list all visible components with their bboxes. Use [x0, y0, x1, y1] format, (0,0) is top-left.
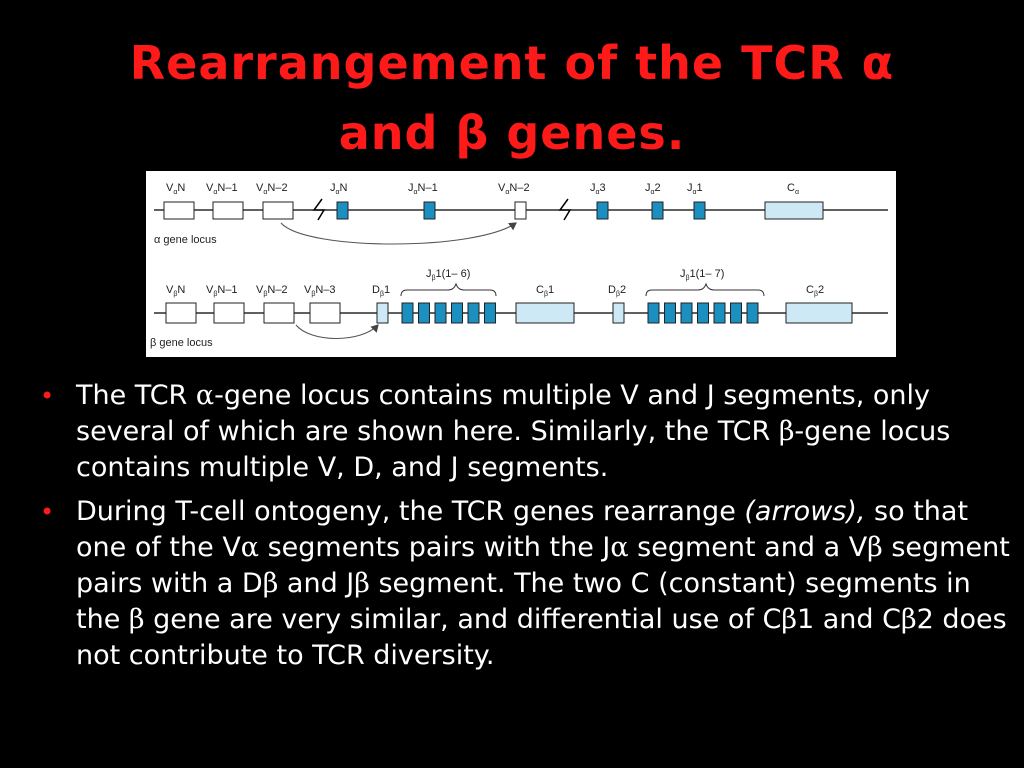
bullet-marker: • — [40, 498, 55, 526]
alpha-break-symbols — [312, 198, 572, 221]
beta-segment-label-5: Dβ1 — [372, 284, 390, 298]
alpha-segment-j-5 — [423, 201, 436, 220]
bullet-item-2: • During T-cell ontogeny, the TCR genes … — [38, 494, 1018, 674]
beta-segment-c-8 — [785, 302, 853, 324]
beta-j-cluster-1-label: Jβ1(1– 6) — [426, 268, 470, 282]
alpha-segment-v-3 — [262, 201, 294, 220]
beta-j-cluster-1-bracket — [400, 282, 497, 297]
alpha-segment-label-4: JαN — [330, 182, 348, 196]
beta-segment-v-3 — [263, 302, 295, 324]
beta-j1-segment-3 — [434, 302, 447, 324]
beta-j2-segment-4 — [697, 302, 709, 324]
beta-j2-segment-1 — [647, 302, 660, 324]
beta-segment-d-7 — [612, 302, 625, 324]
beta-segment-v-1 — [165, 302, 197, 324]
tcr-gene-locus-diagram: VαN VαN–1 VαN–2 JαN JαN–1 VαN–2 Jα3 Jα2 Jα1 Cα α … — [146, 171, 896, 357]
alpha-segment-v-2 — [212, 201, 244, 220]
beta-segment-v-2 — [213, 302, 245, 324]
bullet-marker: • — [40, 382, 55, 410]
beta-j1-segment-6 — [484, 302, 496, 324]
beta-j1-segment-5 — [467, 302, 480, 324]
beta-segment-label-6: Cβ1 — [536, 284, 554, 298]
locus-diagram-svg: VαN VαN–1 VαN–2 JαN JαN–1 VαN–2 Jα3 Jα2 Jα1 Cα α … — [150, 182, 888, 349]
bullet-item-1: • The TCR α-gene locus contains multiple… — [38, 378, 1018, 486]
alpha-segment-label-5: JαN–1 — [408, 182, 438, 196]
beta-segment-label-1: VβN — [166, 284, 185, 298]
beta-segment-label-4: VβN–3 — [304, 284, 336, 298]
alpha-segment-label-6: VαN–2 — [498, 182, 530, 196]
beta-j2-segment-2 — [664, 302, 676, 324]
beta-j-cluster-2-bracket — [645, 282, 765, 297]
alpha-segment-j-9 — [693, 201, 706, 220]
alpha-segment-j-4 — [336, 201, 349, 220]
beta-segment-c-6 — [515, 302, 575, 324]
beta-locus-label: β gene locus — [150, 337, 213, 349]
alpha-segment-label-10: Cα — [787, 182, 799, 196]
beta-segment-v-4 — [309, 302, 341, 324]
alpha-segment-v-1 — [163, 201, 195, 220]
bullet-1-text: The TCR α-gene locus contains multiple V… — [76, 380, 951, 483]
alpha-segment-j-8 — [651, 201, 664, 220]
beta-segment-d-5 — [376, 302, 389, 324]
slide-title-line-1: Rearrangement of the TCR α — [129, 36, 895, 90]
beta-j2-segment-5 — [713, 302, 726, 324]
alpha-locus-label: α gene locus — [154, 234, 217, 246]
beta-j2-segment-3 — [680, 302, 693, 324]
beta-j1-segment-2 — [418, 302, 430, 324]
beta-rearrangement-arrow — [295, 324, 379, 340]
beta-segment-label-3: VβN–2 — [256, 284, 288, 298]
alpha-segment-label-7: Jα3 — [590, 182, 606, 196]
beta-j1-segment-1 — [401, 302, 414, 324]
alpha-segment-label-1: VαN — [166, 182, 185, 196]
slide-title-line-2: and β genes. — [338, 106, 686, 160]
alpha-segment-label-9: Jα1 — [687, 182, 703, 196]
beta-j2-segment-6 — [730, 302, 742, 324]
bullet-2-text: During T-cell ontogeny, the TCR genes re… — [76, 496, 1010, 671]
alpha-rearrangement-arrow — [280, 222, 517, 245]
beta-segment-label-7: Dβ2 — [608, 284, 626, 298]
alpha-segment-j-7 — [596, 201, 609, 220]
beta-j-cluster-2-label: Jβ1(1– 7) — [680, 268, 724, 282]
beta-segment-label-8: Cβ2 — [806, 284, 824, 298]
bullet-list: • The TCR α-gene locus contains multiple… — [38, 378, 1018, 682]
beta-j1-segment-4 — [451, 302, 463, 324]
beta-segment-label-2: VβN–1 — [206, 284, 238, 298]
alpha-segment-c-10 — [764, 201, 824, 220]
beta-j2-segment-7 — [746, 302, 759, 324]
alpha-segment-v-6 — [514, 201, 527, 220]
alpha-segment-label-8: Jα2 — [645, 182, 661, 196]
alpha-segment-label-2: VαN–1 — [206, 182, 238, 196]
alpha-segment-label-3: VαN–2 — [256, 182, 288, 196]
